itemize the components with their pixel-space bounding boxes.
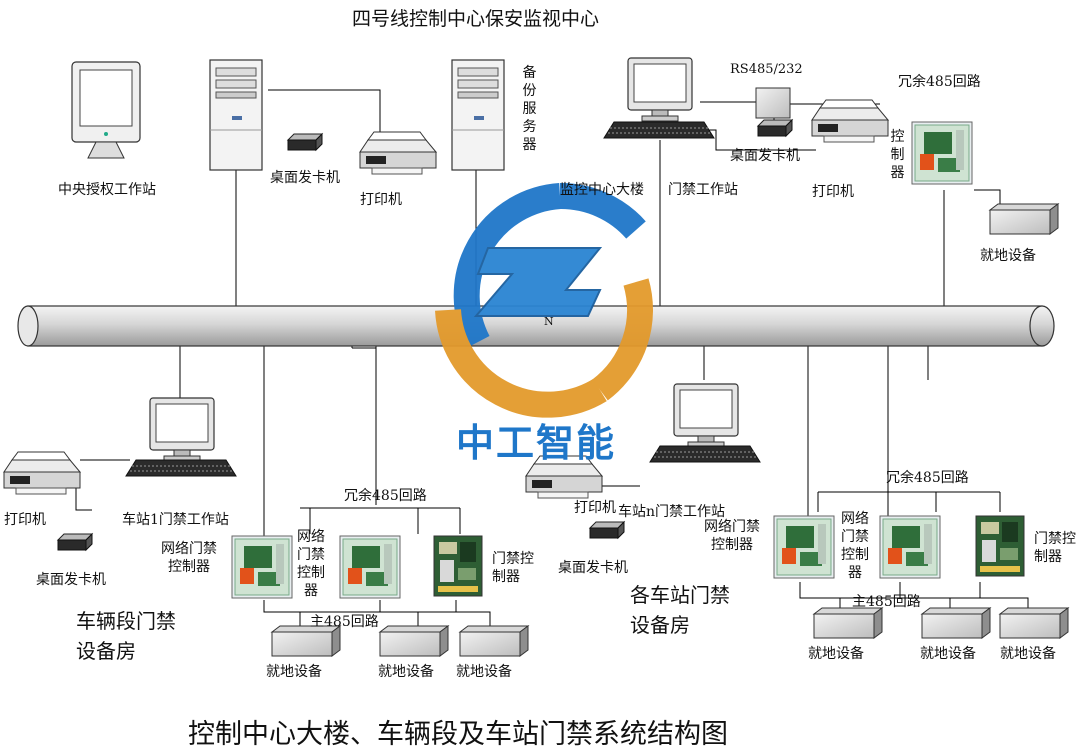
label-right-main-loop: 主485回路 (852, 594, 921, 610)
label-access-workstation: 门禁工作站 (668, 182, 738, 198)
label-printer-2: 打印机 (812, 184, 854, 200)
printer-device (359, 131, 437, 175)
label-card-issuer-2: 桌面发卡机 (730, 148, 800, 164)
right-door-controller (975, 515, 1025, 577)
label-depot-local-device-1: 就地设备 (266, 664, 322, 680)
label-depot-local-device-2: 就地设备 (378, 664, 434, 680)
label-printer: 打印机 (360, 192, 402, 208)
footer-title: 控制中心大楼、车辆段及车站门禁系统结构图 (188, 719, 728, 750)
label-right-local-device-2: 就地设备 (920, 646, 976, 662)
label-card-issuer: 桌面发卡机 (270, 170, 340, 186)
zg-logo-icon (435, 182, 653, 418)
right-local-device-1 (813, 607, 883, 639)
label-station-printer: 打印机 (574, 500, 616, 516)
access-workstation-monitor (627, 57, 693, 122)
card-issuer-device-2 (757, 119, 793, 137)
label-central-workstation: 中央授权工作站 (58, 182, 156, 198)
right-net-controller-1 (773, 515, 835, 579)
depot-local-device-2 (379, 625, 449, 657)
label-depot-net-controller-2: 网络门禁控制器 (297, 529, 325, 599)
card-issuer-device (287, 133, 323, 151)
label-controller: 控制器 (890, 129, 905, 181)
label-local-device: 就地设备 (980, 248, 1036, 264)
right-local-device-3 (999, 607, 1069, 639)
label-station-card-issuer: 桌面发卡机 (558, 560, 628, 576)
label-right-local-device-1: 就地设备 (808, 646, 864, 662)
depot-workstation-monitor (149, 397, 215, 462)
label-station-workstation: 车站n门禁工作站 (618, 504, 726, 520)
depot-workstation-keyboard (125, 459, 237, 477)
station-card-issuer (589, 521, 625, 539)
diagram-title: 四号线控制中心保安监视中心 (352, 8, 600, 30)
label-station-net-controller: 网络门禁控制器 (704, 519, 760, 553)
central-workstation-computer (71, 61, 141, 159)
label-right-door-controller: 门禁控制器 (1034, 531, 1076, 565)
local-device-box (989, 203, 1059, 235)
rs485-converter (755, 87, 791, 119)
depot-card-issuer (57, 533, 93, 551)
bus-marker: N (544, 315, 554, 328)
controller-board (911, 121, 973, 185)
printer-device-2 (811, 99, 889, 143)
label-backup-server: 备份服务器 (522, 65, 537, 153)
depot-printer (3, 451, 81, 495)
depot-net-controller-2 (339, 535, 401, 599)
access-workstation-keyboard (603, 121, 715, 139)
label-right-net-controller: 网络门禁控制器 (841, 511, 869, 581)
label-right-local-device-3: 就地设备 (1000, 646, 1056, 662)
depot-door-controller (433, 535, 483, 597)
label-depot-main-loop: 主485回路 (310, 614, 379, 630)
label-right-redundant-loop: 冗余485回路 (886, 470, 969, 486)
label-depot-card-issuer: 桌面发卡机 (36, 572, 106, 588)
right-net-controller-2 (879, 515, 941, 579)
right-local-device-2 (921, 607, 991, 639)
label-depot-workstation: 车站1门禁工作站 (122, 512, 229, 528)
main-server-tower (209, 59, 263, 171)
depot-local-device-1 (271, 625, 341, 657)
backup-server-tower (451, 59, 505, 171)
label-depot-redundant-loop: 冗余485回路 (344, 488, 427, 504)
label-rs485: RS485/232 (730, 62, 803, 77)
station-room-title: 各车站门禁设备房 (630, 583, 730, 637)
depot-net-controller-1 (231, 535, 293, 599)
label-depot-net-controller: 网络门禁控制器 (161, 541, 217, 575)
label-depot-local-device-3: 就地设备 (456, 664, 512, 680)
label-depot-door-controller: 门禁控制器 (492, 551, 534, 585)
label-monitor-building: 监控中心大楼 (560, 182, 644, 198)
station-workstation-keyboard (649, 445, 761, 463)
station-workstation-monitor (673, 383, 739, 448)
depot-room-title: 车辆段门禁设备房 (76, 609, 176, 663)
depot-local-device-3 (459, 625, 529, 657)
logo-wordmark: 中工智能 (456, 421, 617, 465)
label-redundant-loop: 冗余485回路 (898, 74, 981, 90)
label-depot-printer: 打印机 (4, 512, 46, 528)
